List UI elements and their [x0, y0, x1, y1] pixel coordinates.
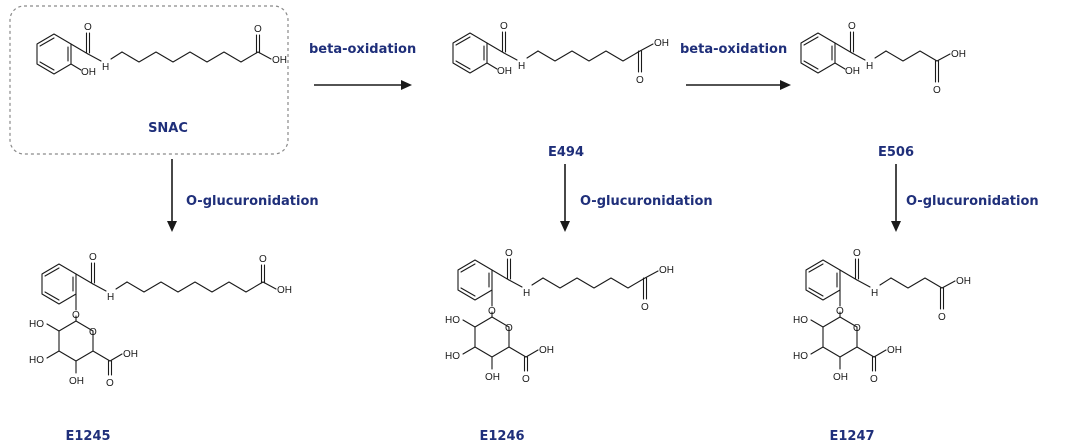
atom-label: O — [870, 374, 878, 385]
atom-label: OH — [81, 67, 96, 78]
atom-label: O — [848, 21, 856, 32]
arrow-e494-to-e1246 — [560, 164, 570, 232]
atom-label: O — [89, 327, 97, 338]
atom-label: O — [89, 252, 97, 263]
atom-label: OH — [887, 345, 902, 356]
atom-label: H — [871, 288, 878, 299]
atom-label: O — [505, 323, 513, 334]
atom-label: O — [522, 374, 530, 385]
atom-label: O — [636, 75, 644, 86]
atom-label: O — [853, 323, 861, 334]
reaction-label-beta-oxidation-1: beta-oxidation — [309, 42, 416, 57]
arrow-e506-to-e1247 — [891, 164, 901, 232]
atom-label: O — [84, 22, 92, 33]
atom-label: O — [933, 85, 941, 96]
atom-label: O — [106, 378, 114, 389]
atom-label: O — [853, 248, 861, 259]
atom-label: H — [866, 61, 873, 72]
structure-e1247: O H O O HO HO OH O OH O OH — [793, 248, 971, 385]
atom-label: OH — [497, 66, 512, 77]
atom-label: OH — [654, 38, 669, 49]
atom-label: HO — [29, 355, 44, 366]
structure-e494: O H OH O OH — [452, 21, 669, 86]
reaction-label-o-glucuronidation-2: O-glucuronidation — [580, 194, 713, 209]
atom-label: H — [102, 62, 109, 73]
atom-label: OH — [539, 345, 554, 356]
snac-highlight-box — [9, 5, 289, 155]
atom-label: O — [505, 248, 513, 259]
structure-e1246: O H O O HO HO OH O OH O OH — [445, 248, 674, 385]
compound-name-e506: E506 — [878, 145, 914, 160]
atom-label: O — [836, 306, 844, 317]
atom-label: OH — [659, 265, 674, 276]
atom-label: OH — [69, 376, 84, 387]
atom-label: OH — [845, 66, 860, 77]
atom-label: H — [518, 61, 525, 72]
atom-label: O — [72, 310, 80, 321]
atom-label: O — [488, 306, 496, 317]
arrow-snac-to-e494 — [314, 80, 412, 90]
atom-label: OH — [272, 55, 287, 66]
compound-name-snac: SNAC — [148, 121, 188, 136]
structure-e1245: O H O O HO HO OH O OH O OH — [29, 252, 292, 389]
atom-label: O — [500, 21, 508, 32]
atom-label: HO — [445, 351, 460, 362]
atom-label: OH — [485, 372, 500, 383]
atom-label: OH — [277, 285, 292, 296]
compound-name-e494: E494 — [548, 145, 584, 160]
atom-label: HO — [29, 319, 44, 330]
atom-label: OH — [951, 49, 966, 60]
arrow-e494-to-e506 — [686, 80, 791, 90]
atom-label: HO — [445, 315, 460, 326]
reaction-label-o-glucuronidation-3: O-glucuronidation — [906, 194, 1039, 209]
atom-label: O — [254, 24, 262, 35]
atom-label: H — [107, 292, 114, 303]
atom-label: OH — [833, 372, 848, 383]
compound-name-e1246: E1246 — [479, 429, 524, 444]
arrow-snac-to-e1245 — [167, 159, 177, 232]
atom-label: OH — [956, 276, 971, 287]
reaction-label-beta-oxidation-2: beta-oxidation — [680, 42, 787, 57]
compound-name-e1245: E1245 — [65, 429, 110, 444]
reaction-label-o-glucuronidation-1: O-glucuronidation — [186, 194, 319, 209]
atom-label: O — [259, 254, 267, 265]
atom-label: HO — [793, 315, 808, 326]
atom-label: O — [641, 302, 649, 313]
atom-label: H — [523, 288, 530, 299]
atom-label: HO — [793, 351, 808, 362]
atom-label: OH — [123, 349, 138, 360]
compound-name-e1247: E1247 — [829, 429, 874, 444]
structure-e506: O H OH O OH — [800, 21, 966, 96]
atom-label: O — [938, 312, 946, 323]
structure-snac: O H OH O OH — [36, 22, 287, 78]
